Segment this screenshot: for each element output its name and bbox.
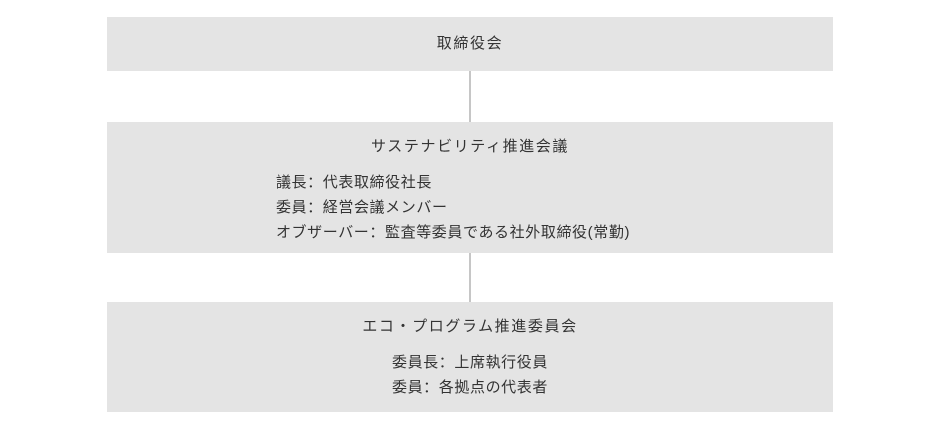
node-eco-program-committee: エコ・プログラム推進委員会 委員長：上席執行役員 委員：各拠点の代表者 — [107, 302, 833, 412]
detail-line-committee-chair: 委員長：上席執行役員 — [391, 354, 548, 371]
node-sustainability-meeting: サステナビリティ推進会議 議長：代表取締役社長 委員：経営会議メンバー オブザー… — [107, 122, 833, 253]
node-sustainability-meeting-details: 議長：代表取締役社長 委員：経営会議メンバー オブザーバー：監査等委員である社外… — [276, 170, 630, 245]
node-board-of-directors: 取締役会 — [107, 17, 833, 71]
connector-sustainability-to-eco — [469, 253, 471, 302]
detail-line-chair: 議長：代表取締役社長 — [275, 174, 432, 191]
connector-board-to-sustainability — [469, 71, 471, 122]
node-eco-program-committee-details: 委員長：上席執行役員 委員：各拠点の代表者 — [392, 350, 548, 400]
detail-line-observer: オブザーバー：監査等委員である社外取締役(常勤) — [275, 224, 631, 241]
detail-line-committee-members: 委員：各拠点の代表者 — [391, 379, 548, 396]
node-board-of-directors-title: 取締役会 — [436, 35, 504, 52]
detail-line-members: 委員：経営会議メンバー — [275, 199, 448, 216]
node-eco-program-committee-title: エコ・プログラム推進委員会 — [362, 318, 578, 335]
node-sustainability-meeting-title: サステナビリティ推進会議 — [370, 138, 569, 155]
